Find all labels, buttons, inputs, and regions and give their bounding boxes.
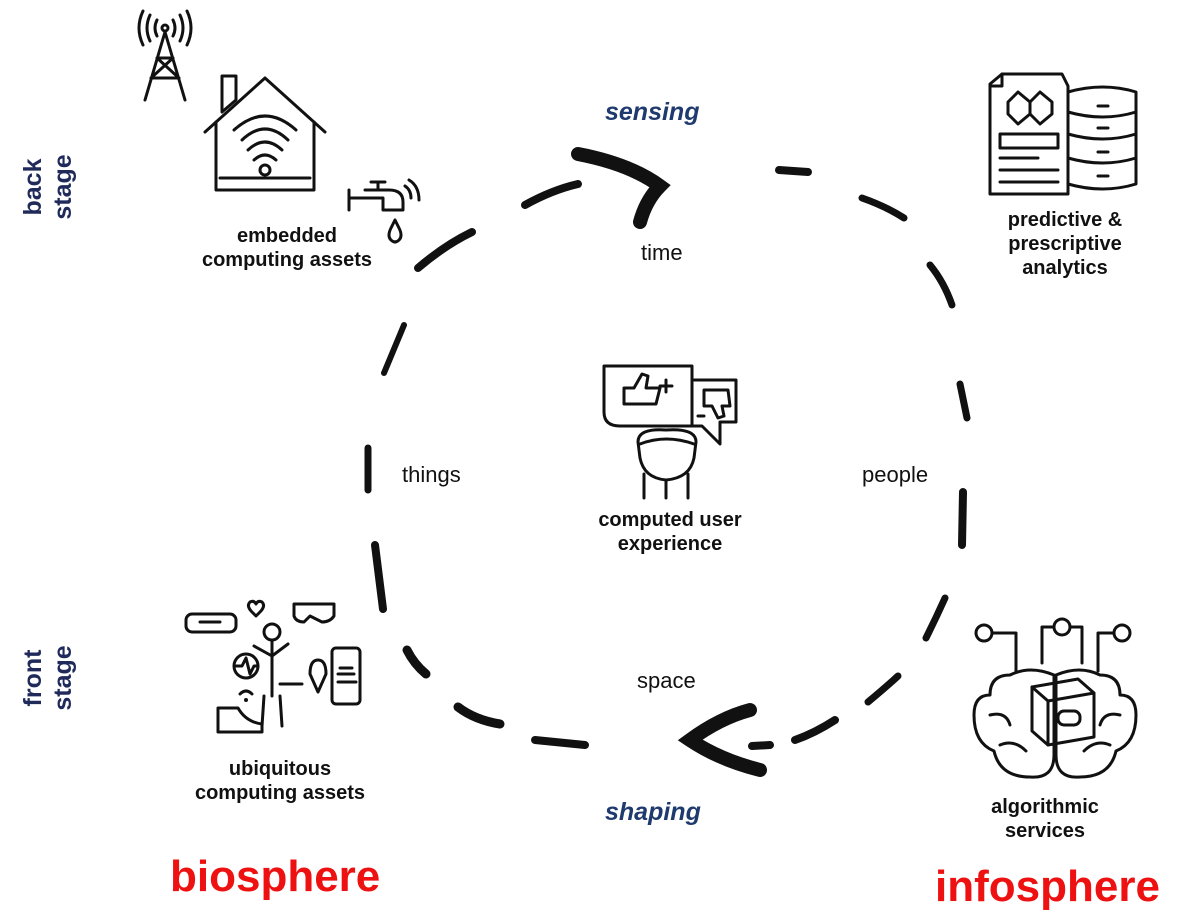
biosphere-label: biosphere <box>170 852 381 901</box>
user-feedback-icon <box>602 364 738 500</box>
edge-people-label: people <box>862 462 929 487</box>
ring-dash <box>791 716 839 744</box>
ring-dash <box>381 322 407 376</box>
ubiquitous-assets-label: ubiquitous computing assets <box>194 758 366 804</box>
infosphere-label: infosphere <box>935 862 1160 911</box>
ring-dash <box>414 228 476 272</box>
ring-dash <box>864 672 902 706</box>
ring-dash <box>402 645 431 679</box>
edge-space-label: space <box>637 668 696 693</box>
wearables-icon <box>184 599 362 734</box>
ring-dash <box>926 261 956 309</box>
ring-dash <box>858 194 908 222</box>
analytics-database-icon <box>988 72 1138 196</box>
algorithmic-services-label: algorithmic services <box>991 796 1099 842</box>
ring-dash <box>956 380 971 422</box>
user-experience-label: computed user experience <box>598 509 742 555</box>
ring-dash <box>521 180 582 209</box>
ring-dash <box>958 488 967 549</box>
ring-dash <box>922 594 949 642</box>
shaping-label: shaping <box>605 798 701 826</box>
ring-dash <box>748 741 774 750</box>
ring-dash <box>775 166 812 176</box>
sensing-label: sensing <box>605 98 700 126</box>
sensing-arrowhead <box>571 147 671 229</box>
ring-dash <box>371 541 387 613</box>
embedded-assets-label: embedded computing assets <box>201 225 373 271</box>
edge-things-label: things <box>402 462 461 487</box>
analytics-label: predictive & prescriptive analytics <box>1007 209 1123 279</box>
shaping-arrowhead <box>677 703 767 777</box>
ring-dash <box>453 702 505 729</box>
antenna-icon <box>137 9 193 102</box>
brain-chip-icon <box>972 617 1138 779</box>
house-wifi-icon <box>203 74 327 192</box>
faucet-icon <box>347 178 421 244</box>
ring-dash <box>531 736 589 749</box>
edge-time-label: time <box>641 240 683 265</box>
